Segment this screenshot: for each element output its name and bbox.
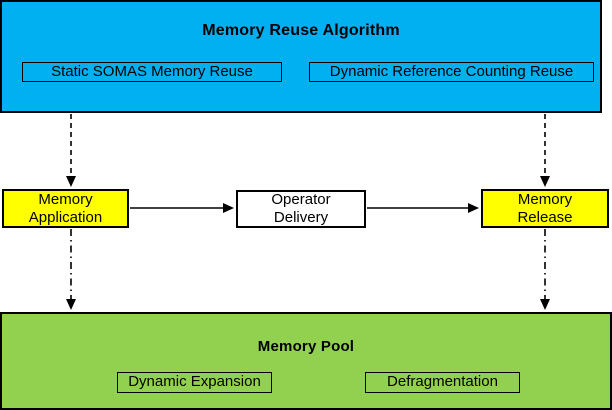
dynamic-reference-counting-reuse-box: Dynamic Reference Counting Reuse — [309, 62, 594, 82]
memory-pool-band: Memory Pool Dynamic Expansion Defragment… — [0, 312, 612, 410]
operator-delivery-label: Operator Delivery — [271, 191, 331, 226]
memory-application-node: Memory Application — [2, 189, 129, 228]
dynamic-expansion-box: Dynamic Expansion — [117, 372, 272, 393]
operator-delivery-node: Operator Delivery — [236, 190, 366, 228]
defragmentation-box: Defragmentation — [365, 372, 520, 393]
memory-release-label: Memory Release — [517, 190, 573, 226]
memory-application-label: Memory Application — [28, 190, 103, 226]
static-somas-memory-reuse-box: Static SOMAS Memory Reuse — [22, 62, 282, 82]
memory-release-node: Memory Release — [481, 189, 609, 228]
memory-pool-title: Memory Pool — [257, 338, 355, 355]
algorithm-band-title: Memory Reuse Algorithm — [202, 22, 400, 39]
memory-reuse-algorithm-band: Memory Reuse Algorithm Static SOMAS Memo… — [0, 0, 602, 113]
